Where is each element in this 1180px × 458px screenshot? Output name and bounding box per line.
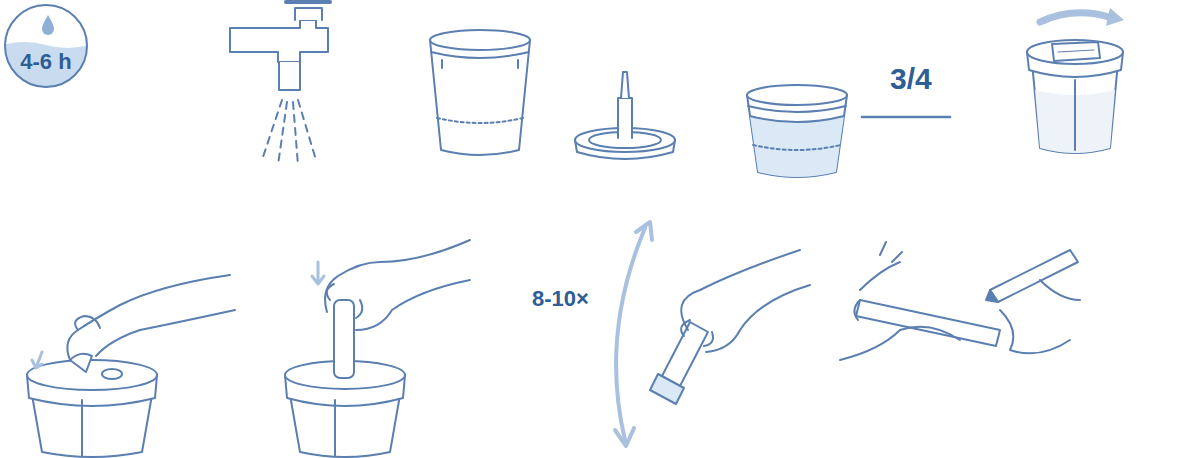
circle-ring bbox=[5, 5, 87, 87]
instruction-illustration-part bbox=[27, 2, 1124, 457]
collection-cup-part bbox=[437, 118, 523, 123]
water-drop bbox=[42, 15, 54, 35]
filled-cup-part bbox=[750, 116, 844, 122]
closed-cup-part bbox=[1027, 40, 1123, 64]
peel-sticker-step-part bbox=[70, 354, 92, 372]
filled-cup-part bbox=[753, 145, 841, 150]
invert-tube-step-part bbox=[662, 322, 708, 386]
closed-cup-part bbox=[1058, 50, 1094, 52]
peel-sticker-step-part bbox=[27, 360, 157, 390]
closed-cup bbox=[1027, 8, 1124, 153]
collection-cup-part bbox=[430, 30, 530, 50]
insert-tube-step-part bbox=[334, 300, 354, 378]
peel-sticker-step-part bbox=[81, 400, 83, 456]
invert-tube-step-part bbox=[650, 374, 684, 404]
faucet-icon bbox=[230, 2, 330, 165]
invert-tube-step-part bbox=[615, 428, 634, 446]
insert-tube-step-part bbox=[327, 284, 362, 318]
closed-cup-part bbox=[1040, 13, 1112, 22]
faucet-icon-part-part bbox=[298, 100, 316, 160]
collection-cup-part bbox=[431, 52, 529, 58]
filled-cup-part bbox=[747, 95, 847, 177]
filled-cup bbox=[747, 85, 950, 177]
peel-sticker-step-part bbox=[75, 316, 100, 330]
repeat-count-label: 8-10× bbox=[532, 286, 589, 312]
cup-lid bbox=[575, 72, 675, 159]
fill-level-label: 3/4 bbox=[890, 62, 932, 96]
filled-cup-part bbox=[747, 85, 847, 105]
faucet-icon-part bbox=[295, 8, 322, 20]
label-tube-step-part bbox=[986, 290, 998, 302]
faucet-icon-part bbox=[262, 100, 316, 165]
faucet-icon-part bbox=[279, 62, 300, 90]
duration-circle: 4-6 h bbox=[3, 3, 89, 89]
peel-sticker-step-part bbox=[102, 369, 122, 379]
peel-sticker-step-part bbox=[67, 275, 235, 360]
filled-cup-part bbox=[748, 106, 846, 112]
insert-tube-step-part bbox=[325, 240, 470, 330]
closed-cup-part bbox=[1074, 80, 1076, 150]
insert-tube-step bbox=[285, 240, 470, 457]
collection-cup-part bbox=[442, 60, 518, 68]
faucet-icon-part bbox=[230, 20, 328, 62]
faucet-icon-part-part bbox=[278, 102, 287, 165]
invert-tube-step-part bbox=[636, 222, 652, 240]
label-tube-step-part bbox=[990, 250, 1078, 302]
label-tube-step bbox=[840, 242, 1080, 360]
invert-tube-step bbox=[615, 222, 810, 446]
peel-sticker-step bbox=[27, 275, 235, 457]
invert-tube-step-part bbox=[681, 250, 810, 352]
label-tube-step-part bbox=[840, 262, 960, 360]
collection-cup-part bbox=[430, 40, 530, 155]
cup-lid-part bbox=[618, 98, 632, 138]
filled-cup-part bbox=[750, 116, 844, 177]
duration-text: 4-6 h bbox=[3, 49, 89, 75]
closed-cup-part bbox=[1106, 8, 1124, 26]
insert-tube-step-part bbox=[334, 400, 336, 456]
cup-lid-part bbox=[621, 72, 629, 98]
label-tube-step-part bbox=[880, 242, 902, 262]
water-fill bbox=[3, 42, 89, 89]
invert-tube-step-part bbox=[681, 320, 713, 346]
label-tube-step-part bbox=[1000, 280, 1080, 353]
label-tube-step-part bbox=[856, 300, 1000, 346]
faucet-icon-part-part bbox=[293, 102, 298, 165]
faucet-icon-part bbox=[286, 0, 330, 4]
collection-cup bbox=[430, 30, 530, 155]
circle-outline bbox=[3, 3, 89, 89]
insert-tube-step-part bbox=[312, 262, 324, 284]
filled-cup-part bbox=[862, 116, 950, 119]
faucet-icon-part-part bbox=[262, 100, 282, 160]
peel-sticker-step-part bbox=[32, 352, 42, 368]
closed-cup-part bbox=[1052, 42, 1100, 61]
invert-tube-step-part bbox=[616, 228, 645, 440]
